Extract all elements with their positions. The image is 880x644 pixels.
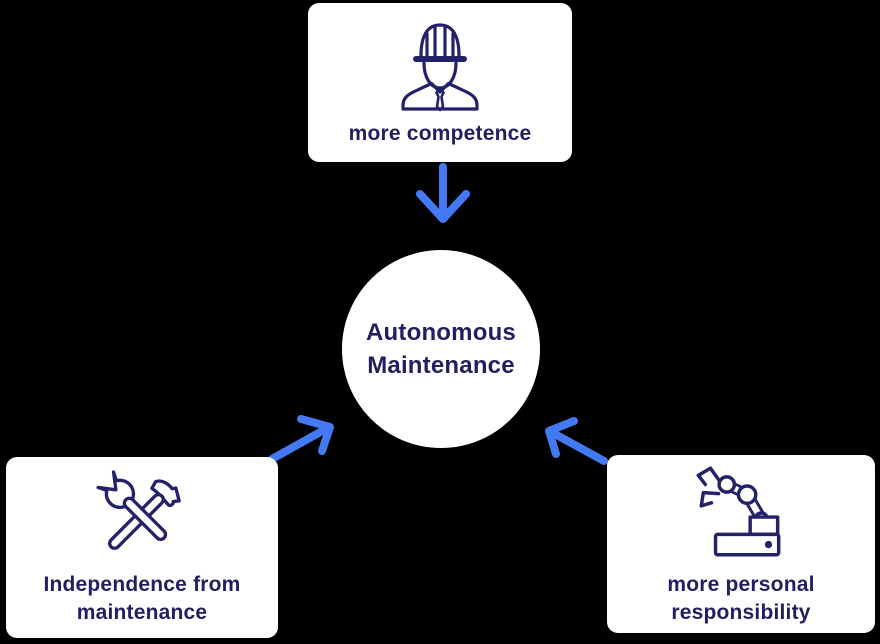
center-node-autonomous-maintenance: Autonomous Maintenance bbox=[342, 250, 540, 448]
robot-arm-icon bbox=[685, 461, 797, 565]
node-label: more personal responsibility bbox=[667, 573, 815, 624]
node-label: more competence bbox=[348, 121, 532, 145]
arrow-up-left-icon bbox=[545, 417, 608, 465]
node-more-competence: more competence bbox=[308, 3, 572, 162]
wrench-hammer-icon bbox=[90, 469, 194, 567]
center-node-label: Autonomous Maintenance bbox=[366, 318, 516, 379]
arrow-up-right-icon bbox=[268, 415, 334, 463]
node-independence-from-maintenance: Independence from maintenance bbox=[6, 457, 278, 638]
node-more-personal-responsibility: more personal responsibility bbox=[607, 455, 875, 633]
node-label: Independence from maintenance bbox=[43, 572, 241, 624]
worker-hardhat-icon bbox=[390, 18, 490, 114]
arrow-down-icon bbox=[416, 163, 470, 223]
